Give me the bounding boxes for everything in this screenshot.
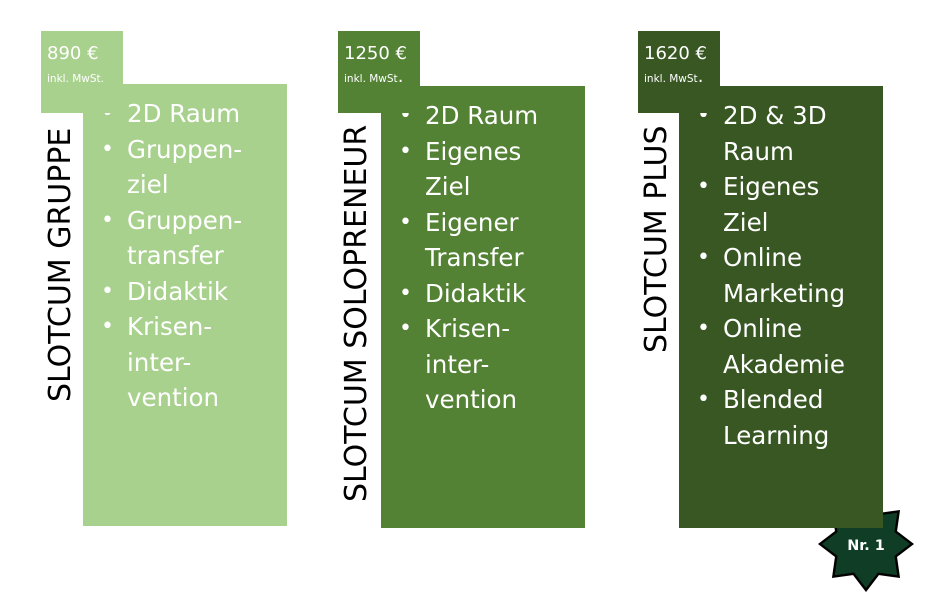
price-vat-note: inkl. MwSt. (344, 66, 404, 87)
price-box-solopreneur: 1250 € inkl. MwSt. (338, 31, 420, 113)
feature-item: 2D Raum (399, 98, 585, 134)
plan-title-plus: SLOTCUM PLUS (639, 125, 674, 353)
price-amount: 890 € (47, 43, 99, 64)
feature-item: Gruppen-ziel (101, 132, 287, 203)
price-amount: 1620 € (644, 43, 707, 64)
price-amount: 1250 € (344, 43, 407, 64)
feature-item: Gruppen-transfer (101, 203, 287, 274)
feature-item: Krisen-inter-vention (399, 311, 585, 418)
plan-title-solopreneur: SLOTCUM SOLOPRENEUR (339, 124, 374, 502)
price-vat-note: inkl. MwSt. (644, 66, 704, 87)
badge-label: Nr. 1 (847, 538, 885, 554)
feature-item: Didaktik (399, 276, 585, 312)
price-box-plus: 1620 € inkl. MwSt. (638, 31, 720, 113)
price-vat-note: inkl. MwSt. (47, 73, 105, 85)
feature-item: Krisen-inter-vention (101, 309, 287, 416)
price-box-gruppe: 890 € inkl. MwSt. (41, 31, 123, 113)
plan-title-gruppe: SLOTCUM GRUPPE (43, 127, 78, 402)
feature-item: 2D Raum (101, 96, 287, 132)
plan-card-gruppe: 2D Raum Gruppen-ziel Gruppen-transfer Di… (83, 84, 287, 526)
feature-item: Didaktik (101, 274, 287, 310)
